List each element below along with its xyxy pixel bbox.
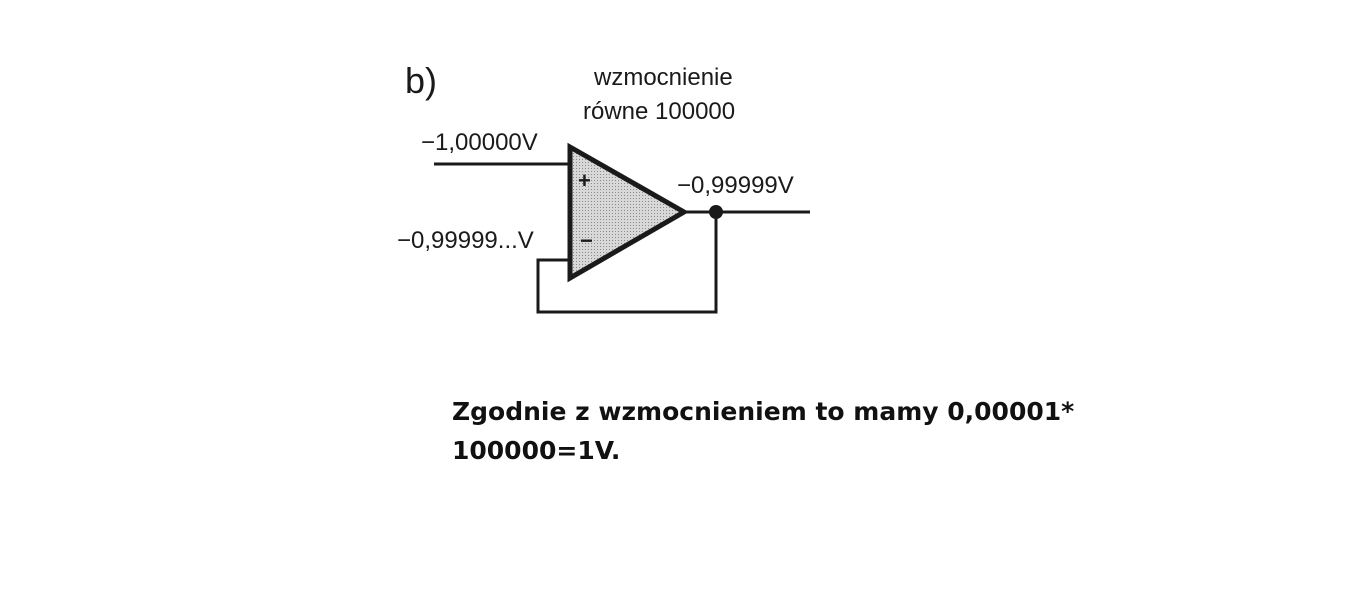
input-minus-voltage-label: −0,99999...V [397, 227, 534, 254]
feedback-wire [536, 212, 718, 314]
caption-line-2: 100000=1V. [452, 436, 621, 465]
caption-line-1: Zgodnie z wzmocnieniem to mamy 0,00001* [452, 397, 1075, 426]
panel-label: b) [405, 60, 438, 101]
plus-input-sign: + [578, 168, 591, 193]
output-voltage-label: −0,99999V [677, 172, 794, 199]
op-amp-triangle [567, 142, 690, 283]
minus-input-sign: − [580, 228, 593, 253]
input-plus-voltage-label: −1,00000V [421, 129, 538, 156]
gain-label-line2: równe 100000 [583, 98, 736, 125]
gain-label-line1: wzmocnienie [594, 64, 733, 91]
explanation-caption: Zgodnie z wzmocnieniem to mamy 0,00001* … [452, 392, 1074, 470]
